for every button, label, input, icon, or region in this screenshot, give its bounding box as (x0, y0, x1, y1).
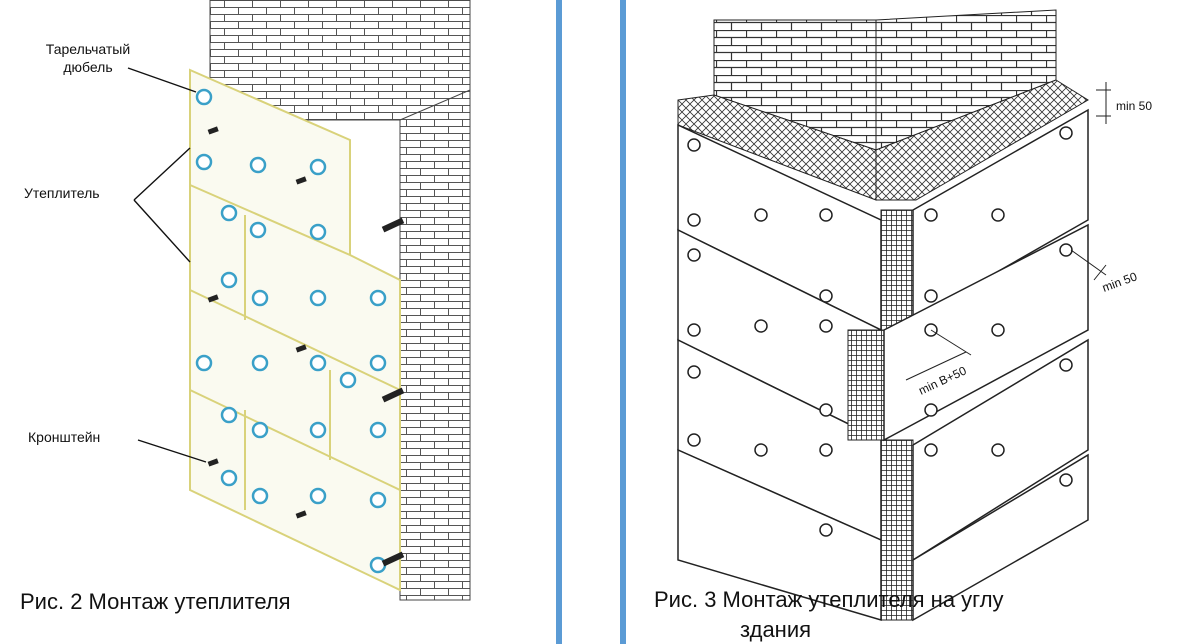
insulation-mounting-drawing (127, 0, 471, 601)
dim-side-min50: min 50 (1100, 269, 1139, 295)
figure-3-caption-line2: здания (740, 617, 812, 642)
dimension-lines (905, 82, 1111, 381)
figure-2-panel: Тарельчатый дюбель Утеплитель Кронштейн … (0, 0, 556, 644)
divider-left (556, 0, 562, 644)
divider-right (620, 0, 626, 644)
dim-top-min50: min 50 (1116, 99, 1152, 113)
figure-3-panel: min 50 min 50 min B+50 Рис. 3 Монтаж уте… (626, 0, 1184, 644)
figure-3-caption-line1: Рис. 3 Монтаж утеплителя на углу (654, 587, 1004, 612)
insulation-boards (189, 68, 401, 592)
corner-mesh-lower (880, 439, 914, 621)
figure-2-caption: Рис. 2 Монтаж утеплителя (20, 589, 291, 614)
dowel-markers (195, 88, 387, 574)
label-plate-dowel: Тарельчатый дюбель (45, 41, 131, 75)
label-leaders (127, 67, 207, 463)
label-insulation: Утеплитель (24, 185, 100, 201)
insulation-top-right (875, 79, 1089, 201)
label-bracket: Кронштейн (28, 429, 101, 445)
corner-insulation-drawing: min 50 min 50 min B+50 (677, 9, 1152, 622)
brick-wall-side (399, 89, 471, 601)
corner-mesh-middle (847, 329, 885, 441)
left-face-boards (677, 123, 882, 622)
bracket-markers (207, 126, 405, 567)
dowel-holes (687, 126, 1073, 537)
